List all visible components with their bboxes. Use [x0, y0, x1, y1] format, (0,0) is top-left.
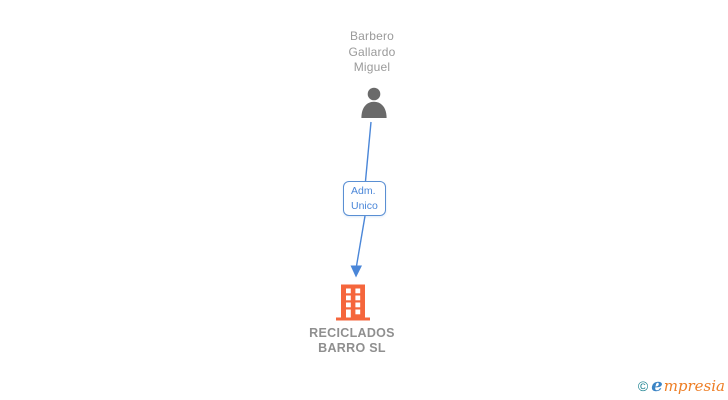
role-box: Adm. Unico: [343, 181, 386, 216]
company-name[interactable]: RECICLADOS BARRO SL: [309, 326, 395, 355]
empresia-watermark: © e mpresia: [638, 375, 725, 397]
company-node[interactable]: [336, 284, 370, 321]
building-icon: [336, 284, 370, 321]
connector-role-to-company: [355, 215, 366, 267]
brand-initial: e: [651, 375, 663, 396]
person-icon: [361, 87, 387, 118]
connector-person-to-role: [364, 121, 372, 182]
person-node[interactable]: [360, 87, 388, 118]
arrowhead-icon: [350, 265, 362, 278]
copyright-icon: ©: [637, 378, 649, 394]
person-name[interactable]: Barbero Gallardo Miguel: [348, 29, 396, 74]
brand-name: mpresia: [663, 377, 725, 395]
